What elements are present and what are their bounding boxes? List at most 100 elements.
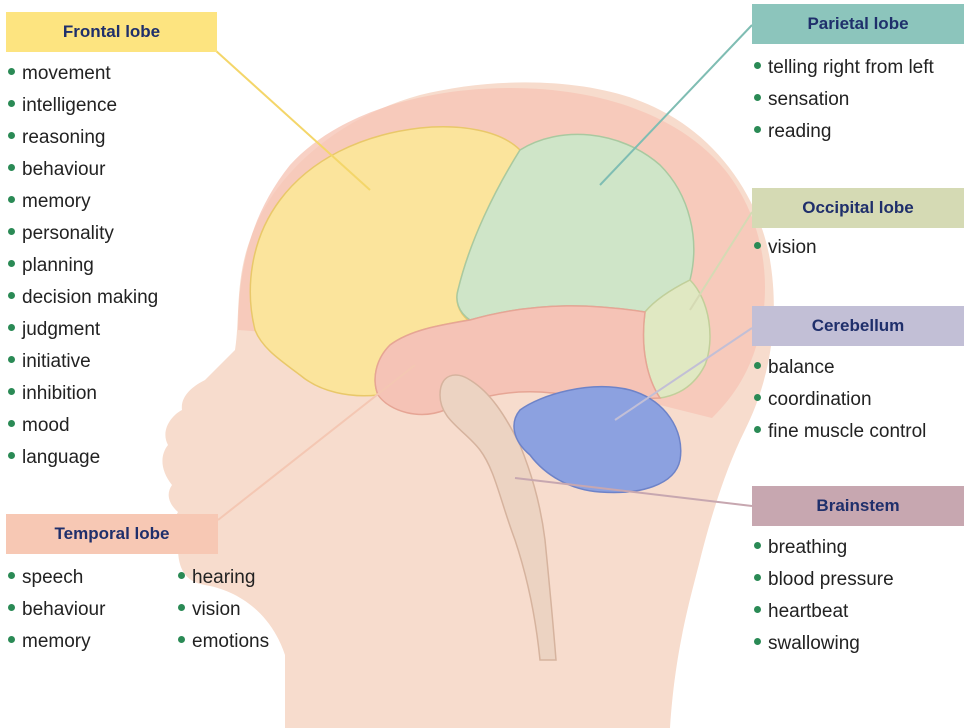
list-item-text: fine muscle control xyxy=(768,418,926,446)
bullet-icon xyxy=(8,452,15,459)
list-item-text: initiative xyxy=(22,348,91,376)
brainstem-title: Brainstem xyxy=(752,486,964,526)
bullet-icon xyxy=(8,292,15,299)
list-item-text: vision xyxy=(192,596,241,624)
bullet-icon xyxy=(754,126,761,133)
bullet-icon xyxy=(178,572,185,579)
list-item-text: behaviour xyxy=(22,156,105,184)
bullet-icon xyxy=(8,420,15,427)
parietal-lobe-title: Parietal lobe xyxy=(752,4,964,44)
list-item-text: sensation xyxy=(768,86,849,114)
bullet-icon xyxy=(754,542,761,549)
list-item-text: decision making xyxy=(22,284,158,312)
bullet-icon xyxy=(754,362,761,369)
list-item-text: telling right from left xyxy=(768,54,934,82)
list-item: emotions xyxy=(178,628,269,660)
bullet-icon xyxy=(754,574,761,581)
bullet-icon xyxy=(754,94,761,101)
list-item: memory xyxy=(8,188,158,220)
list-item-text: memory xyxy=(22,628,91,656)
list-item: swallowing xyxy=(754,630,894,662)
bullet-icon xyxy=(8,324,15,331)
bullet-icon xyxy=(8,388,15,395)
list-item-text: speech xyxy=(22,564,83,592)
list-item-text: swallowing xyxy=(768,630,860,658)
list-item: hearing xyxy=(178,564,269,596)
list-item: decision making xyxy=(8,284,158,316)
list-item-text: emotions xyxy=(192,628,269,656)
cerebellum-list: balance coordination fine muscle control xyxy=(754,354,926,450)
list-item-text: intelligence xyxy=(22,92,117,120)
list-item: fine muscle control xyxy=(754,418,926,450)
frontal-lobe-title: Frontal lobe xyxy=(6,12,217,52)
list-item-text: behaviour xyxy=(22,596,105,624)
list-item: heartbeat xyxy=(754,598,894,630)
bullet-icon xyxy=(8,164,15,171)
list-item-text: vision xyxy=(768,234,817,262)
list-item-text: memory xyxy=(22,188,91,216)
bullet-icon xyxy=(8,100,15,107)
bullet-icon xyxy=(754,62,761,69)
list-item: inhibition xyxy=(8,380,158,412)
list-item: blood pressure xyxy=(754,566,894,598)
list-item: movement xyxy=(8,60,158,92)
list-item-text: mood xyxy=(22,412,70,440)
list-item: breathing xyxy=(754,534,894,566)
bullet-icon xyxy=(178,604,185,611)
list-item-text: breathing xyxy=(768,534,847,562)
temporal-lobe-title: Temporal lobe xyxy=(6,514,218,554)
list-item: sensation xyxy=(754,86,934,118)
list-item: balance xyxy=(754,354,926,386)
temporal-lobe-list-left: speech behaviour memory xyxy=(8,564,105,660)
list-item-text: reasoning xyxy=(22,124,105,152)
list-item-text: movement xyxy=(22,60,111,88)
bullet-icon xyxy=(754,394,761,401)
list-item-text: planning xyxy=(22,252,94,280)
parietal-lobe-list: telling right from left sensation reading xyxy=(754,54,934,150)
list-item: vision xyxy=(178,596,269,628)
occipital-lobe-title: Occipital lobe xyxy=(752,188,964,228)
list-item-text: judgment xyxy=(22,316,100,344)
bullet-icon xyxy=(754,638,761,645)
bullet-icon xyxy=(754,426,761,433)
bullet-icon xyxy=(754,242,761,249)
list-item: memory xyxy=(8,628,105,660)
list-item: behaviour xyxy=(8,596,105,628)
bullet-icon xyxy=(8,604,15,611)
bullet-icon xyxy=(8,68,15,75)
list-item-text: hearing xyxy=(192,564,255,592)
list-item: coordination xyxy=(754,386,926,418)
list-item-text: reading xyxy=(768,118,831,146)
list-item-text: language xyxy=(22,444,100,472)
list-item-text: balance xyxy=(768,354,835,382)
list-item: initiative xyxy=(8,348,158,380)
list-item: vision xyxy=(754,234,817,266)
list-item: planning xyxy=(8,252,158,284)
brainstem-list: breathing blood pressure heartbeat swallowi… xyxy=(754,534,894,662)
list-item: reading xyxy=(754,118,934,150)
bullet-icon xyxy=(754,606,761,613)
bullet-icon xyxy=(178,636,185,643)
list-item: intelligence xyxy=(8,92,158,124)
bullet-icon xyxy=(8,228,15,235)
occipital-lobe-list: vision xyxy=(754,234,817,266)
list-item: speech xyxy=(8,564,105,596)
list-item: behaviour xyxy=(8,156,158,188)
temporal-lobe-list-right: hearing vision emotions xyxy=(178,564,269,660)
bullet-icon xyxy=(8,572,15,579)
list-item-text: personality xyxy=(22,220,114,248)
frontal-lobe-list: movement intelligence reasoning behaviour me… xyxy=(8,60,158,476)
list-item: language xyxy=(8,444,158,476)
bullet-icon xyxy=(8,636,15,643)
list-item: judgment xyxy=(8,316,158,348)
list-item: personality xyxy=(8,220,158,252)
list-item-text: coordination xyxy=(768,386,872,414)
bullet-icon xyxy=(8,132,15,139)
list-item-text: inhibition xyxy=(22,380,97,408)
list-item-text: blood pressure xyxy=(768,566,894,594)
bullet-icon xyxy=(8,260,15,267)
list-item: mood xyxy=(8,412,158,444)
list-item: reasoning xyxy=(8,124,158,156)
bullet-icon xyxy=(8,196,15,203)
list-item-text: heartbeat xyxy=(768,598,848,626)
